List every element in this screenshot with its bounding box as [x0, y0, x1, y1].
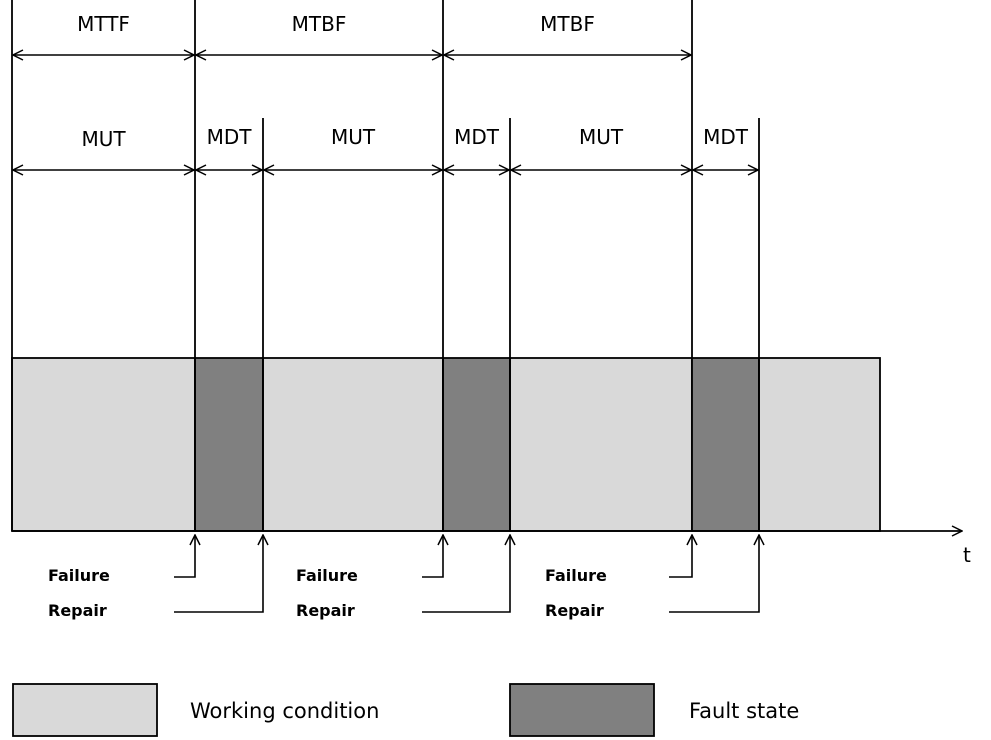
repair-pointer — [422, 535, 510, 613]
fault-state-segment — [194, 357, 264, 532]
working-condition-segment — [262, 357, 444, 532]
top-label: MTTF — [77, 12, 130, 36]
failure-label: Failure — [545, 566, 607, 585]
repair-label: Repair — [48, 601, 107, 620]
legend: Working condition Fault state — [12, 683, 799, 737]
timeline-bar — [11, 357, 881, 532]
bottom-label: MUT — [579, 125, 624, 149]
boundary-lines — [11, 0, 760, 531]
top-label: MTBF — [292, 12, 347, 36]
bottom-label: MUT — [81, 127, 126, 151]
bottom-interval-arrows: MUT MDT MUT MDT MUT MDT — [13, 125, 758, 170]
repair-pointer — [669, 535, 759, 613]
time-axis-label: t — [963, 543, 971, 567]
repair-label: Repair — [545, 601, 604, 620]
bottom-label: MDT — [454, 125, 500, 149]
failure-label: Failure — [48, 566, 110, 585]
repair-label: Repair — [296, 601, 355, 620]
legend-working-label: Working condition — [190, 699, 379, 723]
legend-fault-swatch — [509, 683, 655, 737]
bottom-label: MUT — [331, 125, 376, 149]
failure-pointer — [669, 535, 692, 578]
bottom-label: MDT — [207, 125, 253, 149]
failure-pointer — [174, 535, 195, 578]
repair-pointer — [174, 535, 263, 613]
failure-pointer — [422, 535, 443, 578]
legend-working-swatch — [12, 683, 158, 737]
bottom-label: MDT — [703, 125, 749, 149]
top-label: MTBF — [540, 12, 595, 36]
failure-label: Failure — [296, 566, 358, 585]
legend-fault-label: Fault state — [689, 699, 799, 723]
fault-state-segment — [442, 357, 511, 532]
working-condition-segment — [758, 357, 881, 532]
working-condition-segment — [11, 357, 196, 532]
working-condition-segment — [509, 357, 693, 532]
top-interval-arrows: MTTF MTBF MTBF — [13, 12, 691, 55]
fault-state-segment — [691, 357, 760, 532]
